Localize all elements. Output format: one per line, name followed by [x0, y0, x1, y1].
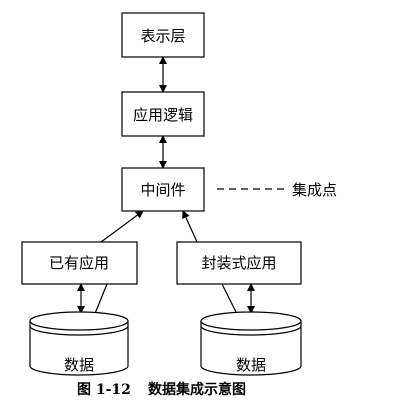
middleware-label: 中间件	[140, 181, 185, 199]
right-database-link-line	[221, 283, 239, 317]
existing-app-box	[21, 241, 138, 285]
figure-caption: 图 1-12 数据集成示意图	[77, 381, 246, 398]
app-logic-layer-box	[121, 91, 205, 137]
left-database-label: 数据	[64, 356, 94, 374]
left-database-link-line	[93, 283, 108, 317]
packaged-app-node: 封装式应用	[176, 241, 302, 285]
app-logic-layer-label: 应用逻辑	[133, 106, 193, 124]
packaged-app-box	[176, 241, 302, 285]
app-logic-layer-node: 应用逻辑	[121, 91, 205, 137]
packaged-app-to-middleware-arrow	[182, 210, 198, 243]
existing-app-to-middleware-arrow	[100, 210, 144, 243]
presentation-layer-node: 表示层	[121, 12, 205, 58]
right-database-icon: 数据	[200, 311, 302, 376]
right-database-label: 数据	[236, 356, 266, 374]
existing-app-node: 已有应用	[21, 241, 138, 285]
left-database-icon: 数据	[29, 311, 129, 376]
packaged-app-label: 封装式应用	[201, 254, 276, 272]
middleware-node: 中间件	[121, 167, 205, 212]
existing-app-label: 已有应用	[49, 254, 109, 272]
figure-number: 图 1-12	[77, 382, 131, 398]
presentation-layer-label: 表示层	[140, 27, 185, 45]
figure-title: 数据集成示意图	[148, 381, 246, 398]
presentation-layer-box	[121, 12, 205, 58]
integration-point-label: 集成点	[292, 181, 337, 199]
middleware-box	[121, 167, 205, 212]
